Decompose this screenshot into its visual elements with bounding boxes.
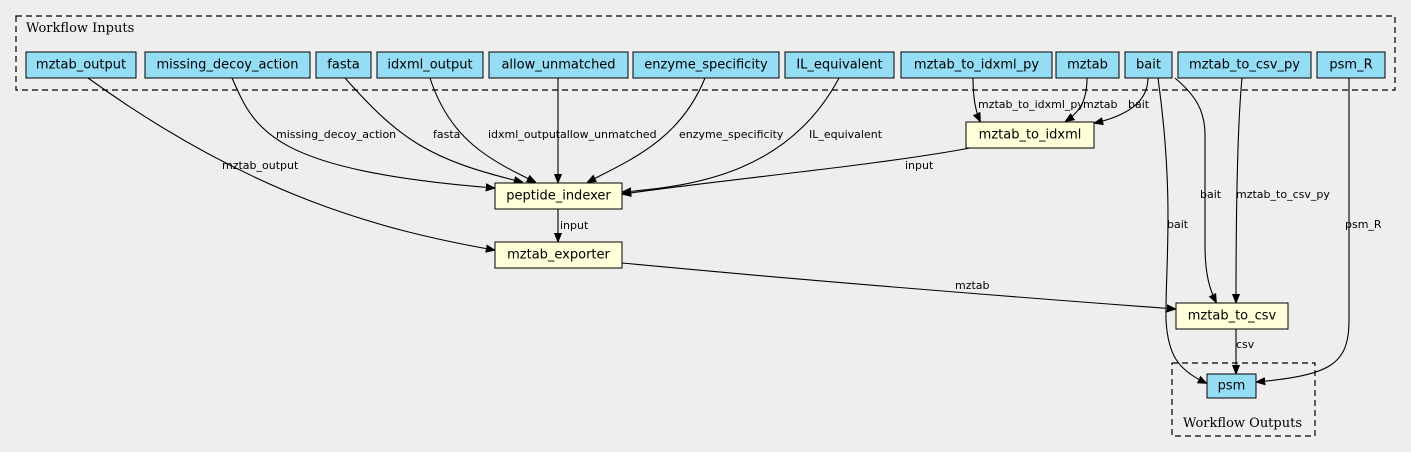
edge-mztab-exporter-to-mztab-to-csv xyxy=(621,262,1175,309)
workflow-outputs-label: Workflow Outputs xyxy=(1183,416,1302,431)
edge-mztab-to-mztab-to-idxml xyxy=(1066,77,1088,121)
edge-mztab-output-to-mztab-exporter xyxy=(87,77,494,250)
edge-label: bait xyxy=(1128,98,1150,111)
input-node-fasta[interactable]: fasta xyxy=(315,51,372,79)
edge-il-equivalent-to-peptide-indexer xyxy=(623,77,840,192)
input-node-mztab-to-idxml-py[interactable]: mztab_to_idxml_py xyxy=(900,51,1053,79)
edge-label: mztab_to_csv_py xyxy=(1236,188,1330,201)
input-node-label: fasta xyxy=(327,58,359,73)
step-node-mztab-to-csv[interactable]: mztab_to_csv xyxy=(1175,302,1289,330)
input-node-idxml-output[interactable]: idxml_output xyxy=(376,51,484,79)
edges xyxy=(87,77,1350,383)
edge-label: missing_decoy_action xyxy=(276,128,396,141)
output-node-label: psm xyxy=(1218,379,1246,394)
edge-mztab-to-csv-py-to-mztab-to-csv xyxy=(1236,77,1243,302)
input-node-label: mztab_to_idxml_py xyxy=(914,58,1039,73)
input-node-psm-r[interactable]: psm_R xyxy=(1316,51,1386,79)
input-node-label: allow_unmatched xyxy=(501,58,615,73)
edge-label: mztab xyxy=(1083,98,1118,111)
edge-label: bait xyxy=(1200,188,1222,201)
input-node-il-equivalent[interactable]: IL_equivalent xyxy=(784,51,895,79)
edge-label: mztab_output xyxy=(222,159,299,172)
input-node-enzyme-specificity[interactable]: enzyme_specificity xyxy=(632,51,780,79)
input-node-label: mztab xyxy=(1067,58,1108,73)
step-node-label: peptide_indexer xyxy=(506,189,611,204)
edge-label: bait xyxy=(1167,218,1189,231)
workflow-inputs-label: Workflow Inputs xyxy=(26,21,134,36)
input-node-label: bait xyxy=(1136,58,1161,73)
edge-label: allow_unmatched xyxy=(560,128,657,141)
edge-label: fasta xyxy=(433,128,460,141)
edge-enzyme-specificity-to-peptide-indexer xyxy=(588,77,706,182)
edge-psm-r-to-psm xyxy=(1257,78,1350,382)
edge-bait-to-psm xyxy=(1157,77,1206,383)
edge-idxml-output-to-peptide-indexer xyxy=(429,77,535,182)
edge-label: mztab_to_idxml_py xyxy=(978,98,1084,111)
edge-label: mztab xyxy=(955,279,990,292)
input-node-mztab-output[interactable]: mztab_output xyxy=(25,51,137,79)
step-node-mztab-exporter[interactable]: mztab_exporter xyxy=(494,241,623,269)
input-node-label: enzyme_specificity xyxy=(644,58,768,73)
output-node-psm[interactable]: psm xyxy=(1206,373,1257,399)
edge-label: idxml_output xyxy=(488,128,561,141)
input-node-label: mztab_output xyxy=(36,58,126,73)
edge-bait-to-mztab-to-idxml xyxy=(1095,77,1149,123)
input-node-label: psm_R xyxy=(1329,58,1372,73)
edge-missing-decoy-action-to-peptide-indexer xyxy=(231,77,494,188)
input-node-allow-unmatched[interactable]: allow_unmatched xyxy=(488,51,629,79)
step-node-mztab-to-idxml[interactable]: mztab_to_idxml xyxy=(965,121,1095,149)
step-node-label: mztab_exporter xyxy=(507,248,610,263)
step-node-peptide-indexer[interactable]: peptide_indexer xyxy=(494,182,623,210)
input-node-bait[interactable]: bait xyxy=(1124,51,1173,79)
edge-mztab-to-idxml-py-to-mztab-to-idxml xyxy=(972,77,980,121)
edge-label: psm_R xyxy=(1345,218,1382,231)
edge-label: input xyxy=(560,219,589,232)
step-node-label: mztab_to_idxml xyxy=(979,128,1082,143)
input-node-label: missing_decoy_action xyxy=(157,58,299,73)
edge-label: enzyme_specificity xyxy=(679,128,784,141)
input-node-mztab-to-csv-py[interactable]: mztab_to_csv_py xyxy=(1177,51,1312,79)
edge-mztab-to-idxml-to-peptide-indexer xyxy=(623,147,971,194)
workflow-inputs-cluster: Workflow Inputs xyxy=(15,15,1396,91)
edge-label: IL_equivalent xyxy=(809,128,883,141)
edge-label: input xyxy=(905,159,934,172)
step-node-label: mztab_to_csv xyxy=(1188,309,1277,324)
input-node-missing-decoy-action[interactable]: missing_decoy_action xyxy=(144,51,311,79)
input-node-label: idxml_output xyxy=(387,58,472,73)
input-node-label: mztab_to_csv_py xyxy=(1189,58,1300,73)
edge-fasta-to-peptide-indexer xyxy=(344,77,522,182)
edge-bait-to-mztab-to-csv xyxy=(1174,77,1216,302)
input-node-label: IL_equivalent xyxy=(796,58,882,73)
input-node-mztab[interactable]: mztab xyxy=(1055,51,1120,79)
edge-label: csv xyxy=(1236,338,1255,351)
workflow-outputs-cluster: Workflow Outputs xyxy=(1171,362,1316,437)
